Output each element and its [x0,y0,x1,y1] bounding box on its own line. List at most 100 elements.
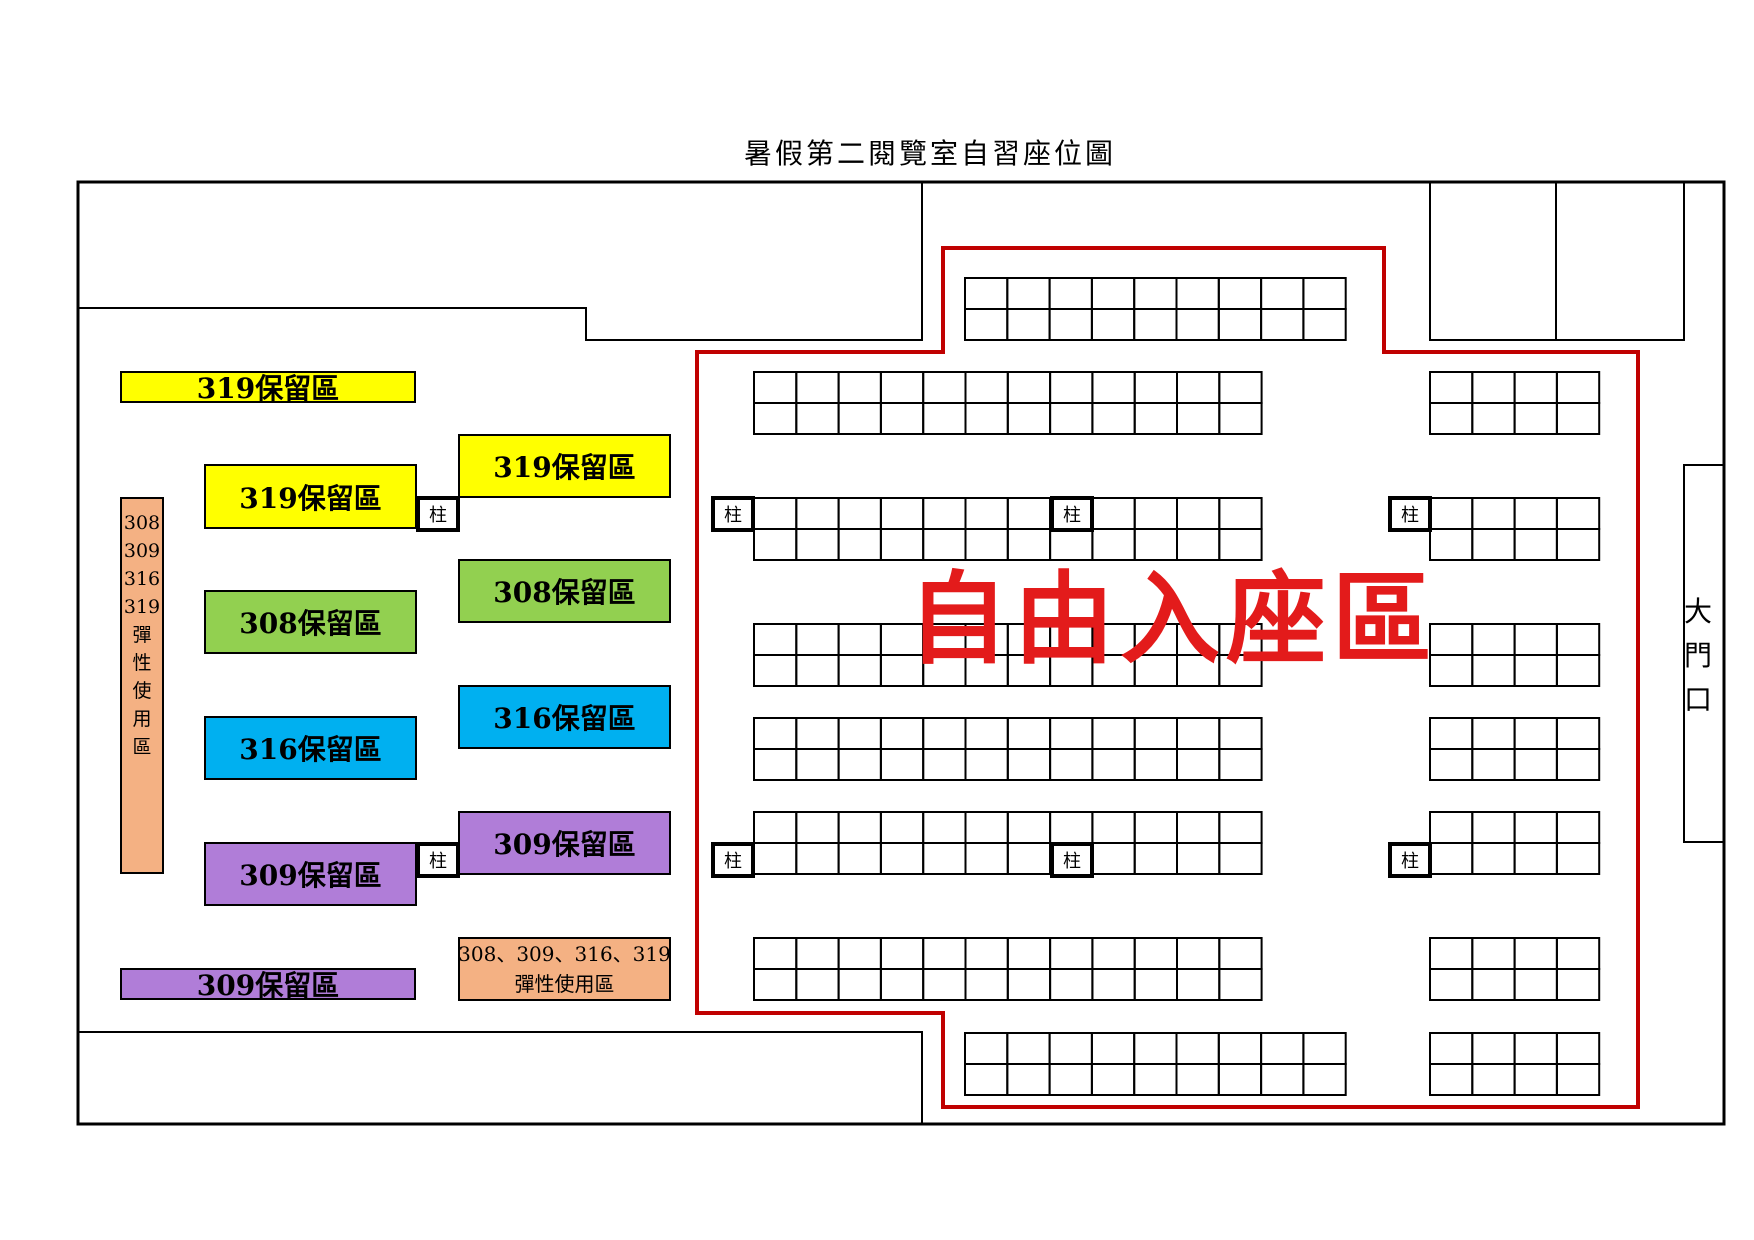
room-outline [76,180,1726,1126]
seat-cell [1429,748,1474,781]
seat-cell [1513,811,1558,844]
seat-cell [964,748,1009,781]
seat-cell [1513,717,1558,750]
seat-cell [1090,308,1136,341]
seat-cell [753,497,798,530]
seat-cell [753,402,798,435]
pillar: 柱 [416,496,460,532]
zone-308-left: 308保留區 [204,590,417,654]
seat-cell [1471,748,1516,781]
seat-cell [1429,937,1474,970]
seat-cell [753,842,798,875]
zone-309-left: 309保留區 [204,842,417,906]
seat-cell [1218,371,1263,404]
seat-cell [1218,717,1263,750]
seat-cell [1006,811,1052,844]
seat-cell [1133,308,1178,341]
seat-cell [1133,497,1178,530]
seat-cell [964,308,1009,341]
seat-cell [795,654,840,687]
door-char: 口 [1683,683,1712,716]
seat-cell [922,528,967,561]
pillar: 柱 [1388,496,1432,532]
seat-cell [1513,1032,1558,1065]
seat-cell [1217,1032,1263,1065]
seat-cell [1429,371,1474,404]
seat-cell [1133,1063,1178,1096]
bottom-left-wall [78,1031,923,1124]
seat-cell [795,811,840,844]
seat-cell [1471,937,1516,970]
seat-cell [922,937,967,970]
seat-cell [1513,371,1558,404]
seat-cell [1133,811,1178,844]
seat-cell [1217,1063,1263,1096]
seat-cell [1049,748,1094,781]
seat-cell [1513,748,1558,781]
seat-cell [837,717,882,750]
seat-cell [1175,308,1220,341]
seat-cell [879,842,925,875]
seat-cell [1091,402,1136,435]
seat-cell [1471,371,1516,404]
seat-cell [964,497,1009,530]
seat-cell [837,968,882,1001]
seat-cell [964,937,1009,970]
seat-cell [1176,968,1221,1001]
seat-cell [964,842,1009,875]
seat-cell [1555,402,1601,435]
seat-cell [879,371,925,404]
seat-cell [1049,811,1094,844]
seat-cell [753,937,798,970]
seat-cell [1091,937,1136,970]
zone-308-right: 308保留區 [458,559,671,623]
seat-cell [1175,277,1220,310]
page-title: 暑假第二閱覽室自習座位圖 [743,137,1116,170]
pillar: 柱 [1050,496,1094,532]
seat-cell [1176,811,1221,844]
seat-cell [964,1032,1009,1065]
seat-cell [753,528,798,561]
seat-cell [1006,497,1052,530]
flex-box-line1: 308、309、316、319 [458,942,671,966]
zone-319-right: 319保留區 [458,434,671,498]
seat-cell [1555,968,1601,1001]
seat-cell [1471,654,1516,687]
zone-label: 309保留區 [239,859,382,892]
seat-cell [1218,654,1263,687]
main-entrance-label: 大 門 口 [1681,590,1715,722]
seat-cell [1006,842,1052,875]
seat-cell [1133,371,1178,404]
seat-cell [1176,937,1221,970]
seat-cell [1555,811,1601,844]
seat-cell [1555,937,1601,970]
seat-cell [837,528,882,561]
seat-cell [795,623,840,656]
seat-cell [753,654,798,687]
seat-cell [837,371,882,404]
seat-cell [1176,842,1221,875]
seat-cell [1302,308,1347,341]
seat-cell [1006,1063,1051,1096]
seat-cell [1048,308,1093,341]
seat-cell [1176,717,1221,750]
seat-cell [1006,1032,1051,1065]
pillar: 柱 [711,842,755,878]
seat-cell [964,968,1009,1001]
seat-cell [1429,528,1474,561]
seat-cell [964,528,1009,561]
seat-cell [795,717,840,750]
seat-cell [1471,1032,1516,1065]
flex-label: 使 [132,680,152,702]
seat-cell [1429,968,1474,1001]
seat-cell [1555,654,1601,687]
seat-cell [1555,1063,1601,1096]
seat-cell [1049,528,1094,561]
top-left-wall [78,182,923,341]
seat-cell [1091,528,1136,561]
seat-cell [1133,842,1178,875]
seat-cell [1513,1063,1558,1096]
seat-cell [1260,1063,1305,1096]
seat-cell [753,371,798,404]
